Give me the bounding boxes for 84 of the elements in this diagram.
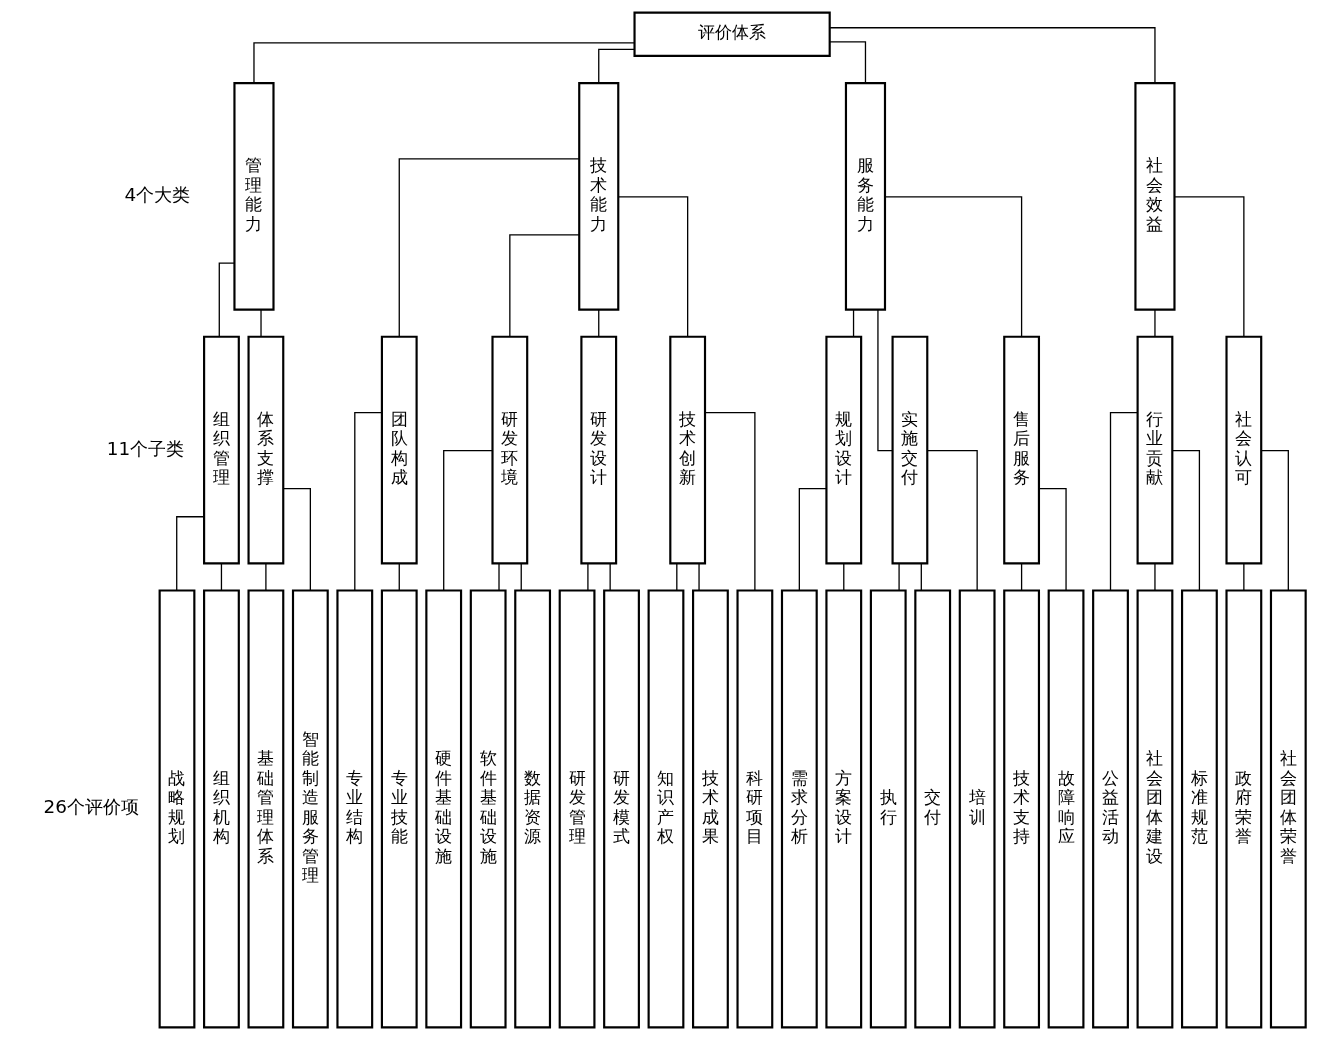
- connector: [353, 412, 382, 591]
- node-box: 组织机构: [202, 589, 240, 1029]
- label: 11个子类: [106, 437, 184, 459]
- connector: [842, 562, 844, 592]
- node-box: 评价体系: [632, 11, 831, 58]
- node-box: 研发管理: [558, 589, 595, 1029]
- connector: [675, 562, 677, 592]
- node-box: 行业贡献: [1136, 335, 1173, 565]
- connector: [259, 309, 262, 338]
- connector: [617, 196, 688, 338]
- connector: [398, 562, 400, 592]
- node-box: 专业技能: [380, 589, 418, 1029]
- connector: [884, 196, 1022, 338]
- node-box: 社会团体荣誉: [1269, 589, 1307, 1029]
- node-box: 实施交付: [891, 335, 928, 565]
- connector: [1020, 562, 1022, 592]
- connector: [1153, 562, 1156, 592]
- connector: [497, 562, 500, 592]
- connector: [1153, 309, 1156, 338]
- node-box: 培训: [958, 589, 996, 1029]
- node-box: 基础管理体系: [246, 589, 284, 1029]
- connector: [829, 27, 1156, 84]
- node-box: 故障响应: [1047, 589, 1084, 1029]
- connector: [897, 562, 900, 592]
- connector: [597, 48, 635, 84]
- node-box: 数据资源: [513, 589, 551, 1029]
- connector: [697, 562, 700, 592]
- node-box: 政府荣誉: [1224, 589, 1262, 1029]
- node-box: 团队构成: [380, 335, 418, 565]
- connector: [264, 562, 267, 592]
- node-box: 标准规范: [1180, 589, 1218, 1029]
- node-box: 管理能力: [232, 81, 275, 311]
- node-box: 规划设计: [824, 335, 862, 565]
- connector: [1038, 487, 1067, 591]
- connector: [798, 487, 827, 591]
- connector: [920, 562, 922, 592]
- node-box: 社会认可: [1224, 335, 1262, 565]
- node-box: 服务能力: [844, 81, 886, 311]
- connector: [828, 41, 866, 84]
- node-box: 方案设计: [824, 589, 862, 1029]
- node-box: 技术成果: [691, 589, 729, 1029]
- connector: [508, 234, 580, 338]
- connector: [282, 487, 311, 591]
- connector: [220, 562, 222, 592]
- connector: [252, 42, 635, 84]
- node-box: 体系支撑: [246, 335, 284, 565]
- node-box: 技术能力: [577, 81, 619, 311]
- label: 4个大类: [124, 183, 190, 205]
- connector: [398, 158, 580, 338]
- node-box: 科研项目: [735, 589, 773, 1029]
- node-box: 硬件基础设施: [424, 589, 462, 1029]
- connector: [1171, 449, 1200, 591]
- node-box: 售后服务: [1002, 335, 1040, 565]
- connector: [609, 562, 611, 592]
- connector: [586, 562, 589, 592]
- node-box: 公益活动: [1091, 589, 1129, 1029]
- connector: [1260, 449, 1289, 591]
- connector: [1173, 196, 1244, 338]
- connector: [704, 412, 756, 591]
- node-box: 战略规划: [158, 589, 195, 1029]
- node-box: 社会团体建设: [1136, 589, 1173, 1029]
- node-box: 研发模式: [602, 589, 640, 1029]
- node-box: 交付: [913, 589, 951, 1029]
- connector: [926, 449, 978, 591]
- node-box: 技术创新: [668, 335, 706, 565]
- node-box: 专业结构: [335, 589, 373, 1029]
- connector: [442, 449, 493, 591]
- connector: [597, 309, 599, 338]
- node-box: 软件基础设施: [469, 589, 507, 1029]
- label: 26个评价项: [43, 796, 139, 818]
- node-box: 知识产权: [647, 589, 684, 1029]
- node-box: 社会效益: [1133, 81, 1176, 311]
- node-box: 需求分析: [780, 589, 818, 1029]
- connector: [520, 562, 522, 592]
- node-box: 技术支持: [1002, 589, 1040, 1029]
- node-box: 研发环境: [490, 335, 528, 565]
- connector: [1242, 562, 1244, 592]
- node-box: 研发设计: [579, 335, 617, 565]
- connector: [852, 309, 854, 338]
- node-box: 组织管理: [202, 335, 240, 565]
- connector: [175, 516, 204, 591]
- node-box: 执行: [869, 589, 907, 1029]
- connector: [1109, 412, 1138, 591]
- node-box: 智能制造服务管理: [291, 589, 329, 1029]
